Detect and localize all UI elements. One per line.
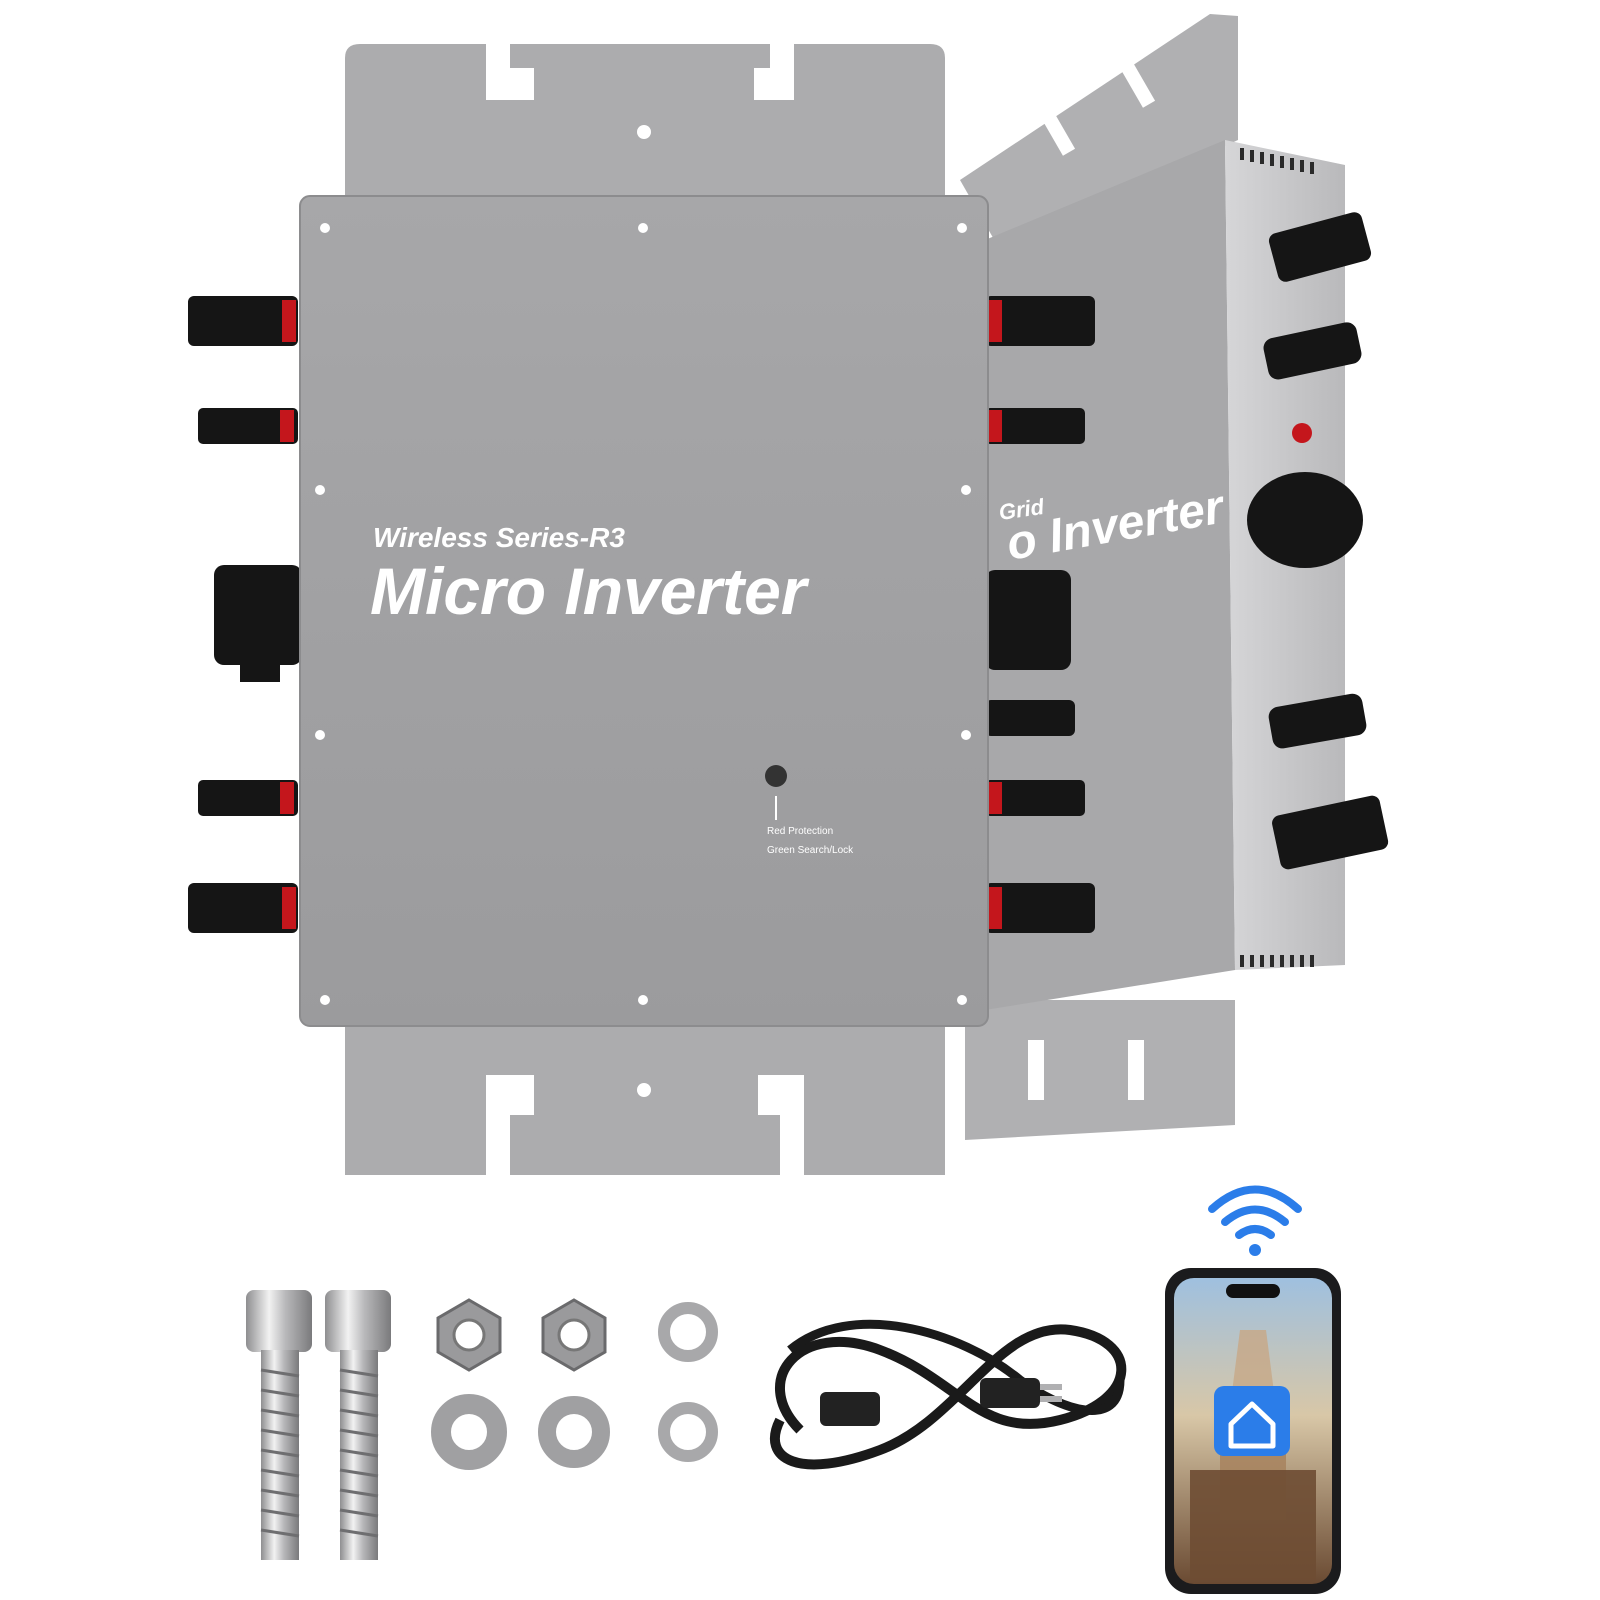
connector-plug	[188, 883, 298, 933]
led-label-green: Green Search/Lock	[767, 845, 854, 856]
washer	[538, 1396, 610, 1468]
front-top-bracket	[345, 44, 945, 205]
washer	[431, 1394, 507, 1470]
connector-plug	[198, 780, 298, 816]
connector-plug	[198, 408, 298, 444]
rear-top-bracket	[960, 14, 1238, 250]
connector-ac	[214, 565, 302, 682]
rear-bottom-bracket	[965, 1000, 1235, 1140]
product-title: Micro Inverter	[370, 554, 810, 628]
connector-plug	[188, 296, 298, 346]
front-inverter: Wireless Series-R3 Micro Inverter Red Pr…	[188, 44, 1095, 1175]
power-cable	[770, 1319, 1127, 1470]
front-panel	[299, 195, 989, 1027]
rear-vents	[1240, 148, 1314, 967]
left-connectors	[188, 296, 302, 933]
led-label-red: Red Protection	[767, 826, 833, 837]
smart-home-icon	[1214, 1386, 1290, 1456]
panel-screws	[315, 223, 971, 1005]
hex-nut	[541, 1298, 607, 1372]
bolt	[246, 1290, 312, 1560]
series-text: Wireless Series-R3	[373, 522, 625, 553]
wifi-icon	[1208, 1185, 1302, 1256]
right-connectors	[985, 296, 1095, 933]
hex-nut	[436, 1298, 502, 1372]
washer	[658, 1402, 718, 1462]
washers	[431, 1302, 718, 1470]
accessories	[246, 1185, 1341, 1594]
bolt	[325, 1290, 391, 1560]
smartphone	[1165, 1268, 1341, 1594]
rear-side-connectors	[1247, 212, 1389, 870]
washer	[658, 1302, 718, 1362]
status-led	[765, 765, 787, 820]
